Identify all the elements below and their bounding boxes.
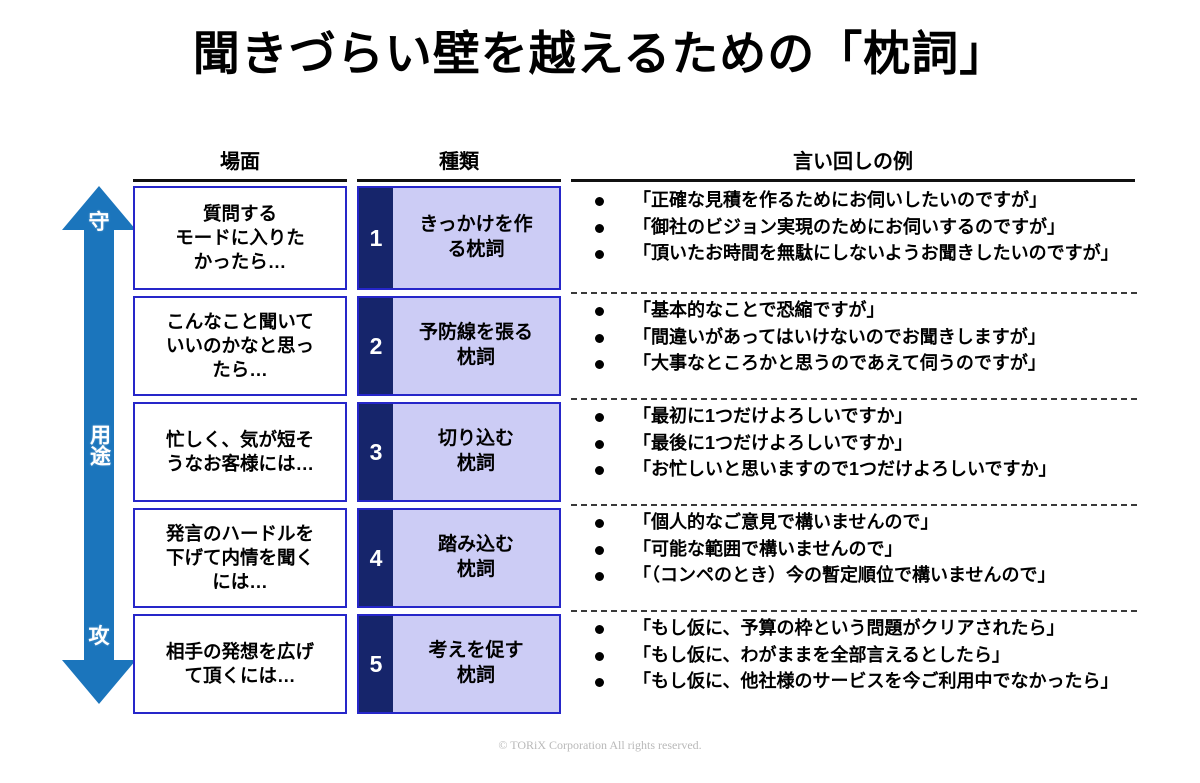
example-list-cell: 「正確な見積を作るためにお伺いしたいのですが」「御社のビジョン実現のためにお伺い… (571, 188, 1141, 268)
type-label: 踏み込む 枕詞 (437, 534, 514, 580)
example-list-cell: 「最初に1つだけよろしいですか」「最後に1つだけよろしいですか」「お忙しいと思い… (571, 404, 1141, 484)
axis-label-attack: 攻 (88, 625, 110, 648)
table-row: 相手の発想を広げ て頂くには… 5 考えを促す 枕詞 「もし仮に、予算の枠という問題が… (0, 614, 1200, 714)
type-label: 考えを促す 枕詞 (428, 640, 524, 686)
example-item: 「間違いがあってはいけないのでお聞きしますが」 (571, 325, 1141, 351)
type-number: 5 (359, 616, 393, 712)
example-item: 「もし仮に、予算の枠という問題がクリアされたら」 (571, 616, 1141, 642)
scene-label: 相手の発想を広げ て頂くには… (165, 641, 314, 686)
page-title: 聞きづらい壁を越えるための「枕詞」 (192, 27, 1008, 80)
example-item: 「最初に1つだけよろしいですか」 (571, 404, 1141, 430)
type-label: きっかけを作 る枕詞 (419, 214, 533, 260)
scene-label: 質問する モードに入りた かったら… (175, 203, 305, 272)
example-list-cell: 「もし仮に、予算の枠という問題がクリアされたら」「もし仮に、わがままを全部言える… (571, 616, 1141, 696)
type-box: 4 踏み込む 枕詞 (357, 508, 561, 608)
axis-label-purpose: 用途 (87, 424, 111, 466)
example-list-cell: 「基本的なことで恐縮ですが」「間違いがあってはいけないのでお聞きしますが」「大事… (571, 298, 1141, 378)
type-label: 切り込む 枕詞 (437, 428, 514, 474)
column-header-type-label: 種類 (439, 151, 479, 173)
scene-label: こんなこと聞いて いいのかなと思っ たら… (165, 311, 314, 380)
purpose-axis-arrow: 守 用途 攻 (62, 186, 136, 704)
scene-label: 忙しく、気が短そ うなお客様には… (165, 429, 314, 474)
table-row: 忙しく、気が短そ うなお客様には… 3 切り込む 枕詞 「最初に1つだけよろしいですか… (0, 402, 1200, 502)
example-item: 「お忙しいと思いますので1つだけよろしいですか」 (571, 457, 1141, 483)
example-list: 「最初に1つだけよろしいですか」「最後に1つだけよろしいですか」「お忙しいと思い… (571, 404, 1141, 483)
example-item: 「可能な範囲で構いませんので」 (571, 537, 1141, 563)
example-list: 「もし仮に、予算の枠という問題がクリアされたら」「もし仮に、わがままを全部言える… (571, 616, 1141, 695)
example-item: 「（コンペのとき）今の暫定順位で構いませんので」 (571, 563, 1141, 589)
example-separator (571, 504, 1137, 506)
column-header-example-label: 言い回しの例 (793, 151, 913, 173)
type-number: 1 (359, 188, 393, 288)
type-label: 予防線を張る 枕詞 (418, 322, 533, 368)
type-number: 2 (359, 298, 393, 394)
example-item: 「最後に1つだけよろしいですか」 (571, 431, 1141, 457)
example-list-cell: 「個人的なご意見で構いませんので」「可能な範囲で構いませんので」「（コンペのとき… (571, 510, 1141, 590)
example-item: 「基本的なことで恐縮ですが」 (571, 298, 1141, 324)
example-item: 「御社のビジョン実現のためにお伺いするのですが」 (571, 215, 1141, 241)
copyright-footer: © TORiX Corporation All rights reserved. (498, 738, 702, 752)
example-item: 「もし仮に、他社様のサービスを今ご利用中でなかったら」 (571, 669, 1141, 695)
example-list: 「個人的なご意見で構いませんので」「可能な範囲で構いませんので」「（コンペのとき… (571, 510, 1141, 589)
scene-box: こんなこと聞いて いいのかなと思っ たら… (133, 296, 347, 396)
example-separator (571, 610, 1137, 612)
example-list: 「基本的なことで恐縮ですが」「間違いがあってはいけないのでお聞きしますが」「大事… (571, 298, 1141, 377)
column-header-type-rule (357, 179, 561, 182)
double-arrow-shape (62, 186, 136, 704)
type-box: 2 予防線を張る 枕詞 (357, 296, 561, 396)
example-separator (571, 292, 1137, 294)
type-box: 3 切り込む 枕詞 (357, 402, 561, 502)
column-header-example: 言い回しの例 (571, 145, 1135, 182)
example-item: 「頂いたお時間を無駄にしないようお聞きしたいのですが」 (571, 241, 1141, 267)
type-number: 4 (359, 510, 393, 606)
scene-box: 質問する モードに入りた かったら… (133, 186, 347, 290)
scene-box: 忙しく、気が短そ うなお客様には… (133, 402, 347, 502)
scene-box: 発言のハードルを 下げて内情を聞く には… (133, 508, 347, 608)
axis-label-defend: 守 (88, 211, 110, 234)
example-item: 「もし仮に、わがままを全部言えるとしたら」 (571, 643, 1141, 669)
type-number: 3 (359, 404, 393, 500)
example-separator (571, 398, 1137, 400)
type-box: 1 きっかけを作 る枕詞 (357, 186, 561, 290)
scene-label: 発言のハードルを 下げて内情を聞く には… (165, 523, 314, 592)
column-header-scene-rule (133, 179, 347, 182)
type-box: 5 考えを促す 枕詞 (357, 614, 561, 714)
example-list: 「正確な見積を作るためにお伺いしたいのですが」「御社のビジョン実現のためにお伺い… (571, 188, 1141, 267)
table-row: 発言のハードルを 下げて内情を聞く には… 4 踏み込む 枕詞 「個人的なご意見で構い… (0, 508, 1200, 608)
column-headers: 場面 種類 言い回しの例 (0, 145, 1200, 190)
example-item: 「大事なところかと思うのであえて伺うのですが」 (571, 351, 1141, 377)
column-header-type: 種類 (357, 145, 561, 182)
column-header-example-rule (571, 179, 1135, 182)
column-header-scene: 場面 (133, 145, 347, 182)
example-item: 「個人的なご意見で構いませんので」 (571, 510, 1141, 536)
scene-box: 相手の発想を広げ て頂くには… (133, 614, 347, 714)
column-header-scene-label: 場面 (220, 151, 260, 173)
example-item: 「正確な見積を作るためにお伺いしたいのですが」 (571, 188, 1141, 214)
